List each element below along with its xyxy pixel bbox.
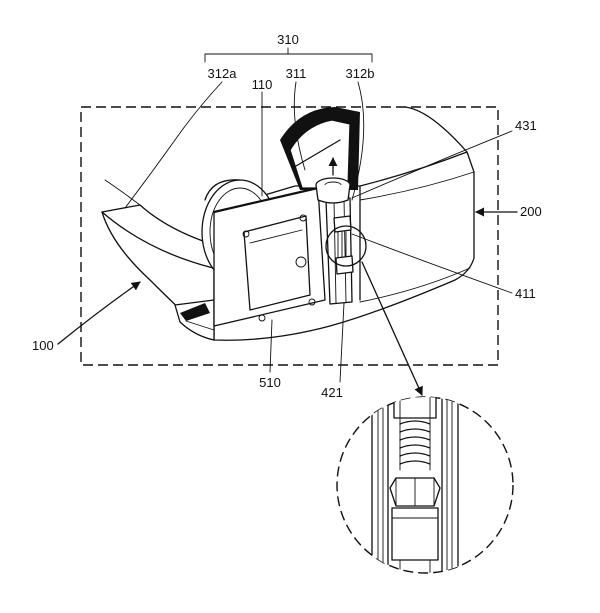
label-311: 311	[286, 66, 307, 81]
upper-opening	[280, 107, 360, 190]
leader-421	[339, 302, 345, 383]
label-431: 431	[515, 118, 537, 133]
rail-421	[325, 197, 354, 305]
board-510	[212, 186, 326, 327]
stand-100	[174, 299, 215, 341]
leader-312a	[124, 81, 223, 209]
label-510: 510	[259, 375, 281, 390]
label-411: 411	[515, 286, 536, 301]
leader-510	[269, 319, 273, 373]
label-312a: 312a	[208, 66, 238, 81]
label-312b: 312b	[346, 66, 375, 81]
leader-100	[57, 281, 141, 345]
leader-431	[351, 130, 513, 199]
label-310: 310	[277, 32, 299, 47]
leader-311	[293, 81, 306, 171]
magnify-pointer	[325, 225, 423, 396]
detail-frame	[80, 106, 499, 366]
bracket-310	[204, 47, 373, 63]
detail-enlargement	[336, 396, 514, 574]
label-100: 100	[32, 338, 54, 353]
leader-312b	[351, 81, 365, 201]
reference-labels: 310 312a 110 311 312b 431 200 411 100 51…	[32, 32, 542, 400]
label-200: 200	[520, 204, 542, 219]
leader-411	[351, 233, 513, 294]
label-110: 110	[252, 77, 273, 92]
leader-lines	[57, 81, 518, 383]
label-421: 421	[321, 385, 343, 400]
nozzle-311	[315, 157, 351, 204]
